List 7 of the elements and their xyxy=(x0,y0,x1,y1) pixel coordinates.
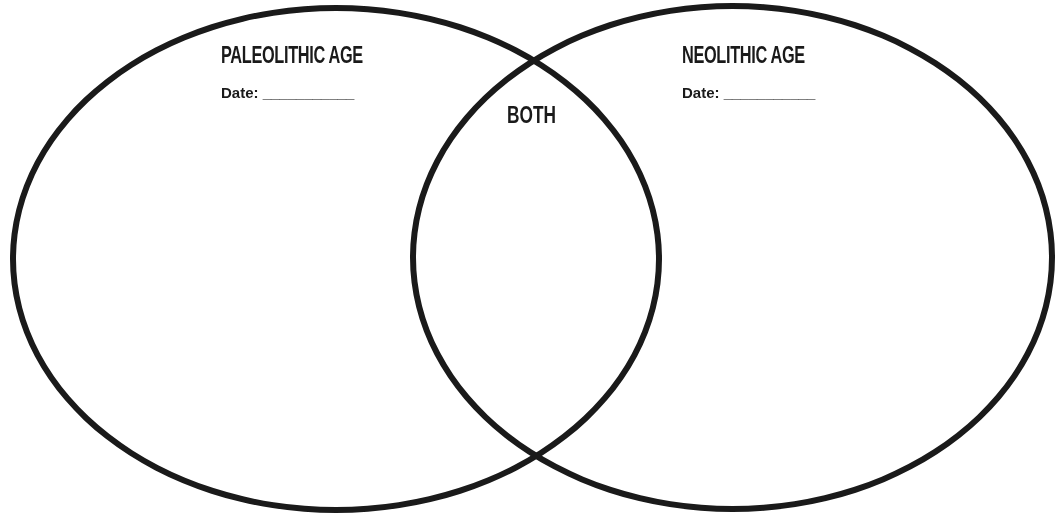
date-line-text: Date: ___________ xyxy=(221,84,355,101)
date-line-text: Date: ___________ xyxy=(682,84,816,101)
heading: PALEOLITHIC AGE xyxy=(221,41,363,69)
venn-ellipse xyxy=(10,5,662,513)
venn-ellipse xyxy=(410,3,1055,512)
heading: NEOLITHIC AGE xyxy=(682,41,805,69)
overlap-heading: BOTH xyxy=(507,101,556,129)
